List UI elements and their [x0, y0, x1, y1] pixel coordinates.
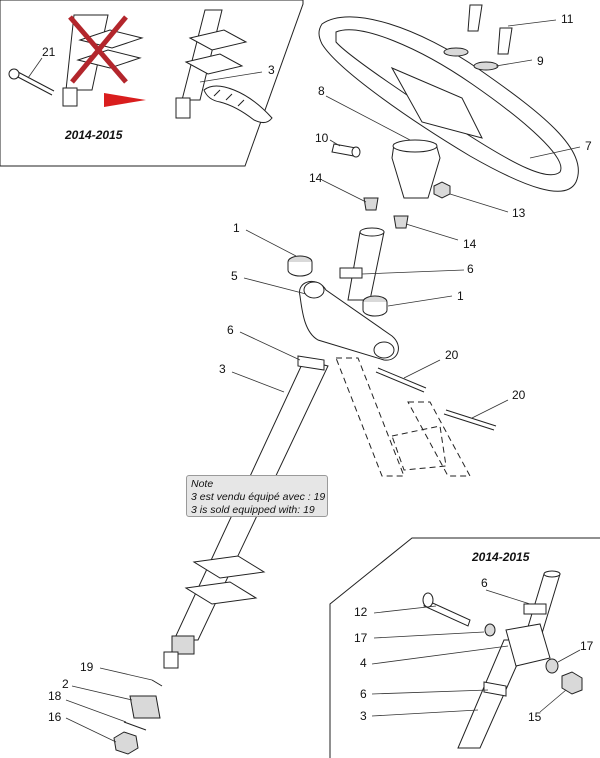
inset-bottom-right-frame: [329, 537, 600, 758]
washer-17-a: 17: [354, 623, 496, 645]
inset-top-left-title: 2014-2015: [64, 128, 123, 142]
callout-8: 8: [318, 84, 325, 98]
callout-16: 16: [48, 710, 62, 724]
callout-12: 12: [354, 605, 368, 619]
callout-6-d: 6: [360, 687, 367, 701]
washers-9: 9: [443, 47, 544, 71]
callout-4: 4: [360, 656, 367, 670]
inset-top-left: 2014-2015 21: [0, 0, 304, 167]
steering-column-3: [163, 227, 385, 669]
callout-3-main: 3: [219, 362, 226, 376]
washer-18: 18: [48, 689, 147, 731]
bushing-14-b: 14: [393, 215, 477, 251]
bolt-10: 10: [315, 131, 361, 158]
callout-9: 9: [537, 54, 544, 68]
callout-11: 11: [561, 12, 574, 26]
old-steering-shaft: [62, 14, 144, 107]
cotter-pin-20-b: 20: [443, 388, 526, 431]
cap-1-b: 1: [362, 289, 464, 317]
inset-bottom-right: 2014-2015 12 17 17 15: [329, 537, 600, 758]
frame-tubes-dashed: [335, 357, 471, 477]
cotter-pin-20-a: 20: [375, 348, 459, 393]
callout-1-a: 1: [233, 221, 240, 235]
collar-6-b: 6: [227, 323, 325, 371]
callout-3-b: 3: [360, 709, 367, 723]
note-title: Note: [191, 478, 214, 490]
bushing-2: 2: [62, 677, 161, 719]
callout-6-a: 6: [467, 262, 474, 276]
callout-18: 18: [48, 689, 62, 703]
inset-top-left-frame: [0, 0, 304, 167]
cap-1-a: 1: [233, 221, 313, 277]
callout-10: 10: [315, 131, 329, 145]
steering-shaft-2014-2015: [175, 9, 248, 119]
note-line-fr: 3 est vendu équipé avec : 19: [191, 491, 326, 503]
nut-16: 16: [48, 710, 139, 755]
cotter-pin-21: [8, 68, 55, 96]
washer-17-b: 17: [545, 639, 594, 674]
bolts-11: 11: [467, 4, 574, 55]
yoke-5: 5: [231, 269, 399, 361]
callout-13: 13: [512, 206, 526, 220]
callout-5: 5: [231, 269, 238, 283]
callout-14-b: 14: [463, 237, 477, 251]
steering-wheel-7: 7: [318, 16, 592, 192]
inset-bottom-right-title: 2014-2015: [471, 550, 530, 564]
callout-20-a: 20: [445, 348, 459, 362]
spring-clip: [203, 85, 273, 124]
collar-6-a: 6: [339, 262, 474, 279]
nut-15: 15: [528, 671, 583, 724]
callout-20-b: 20: [512, 388, 526, 402]
callout-19: 19: [80, 660, 94, 674]
callout-15: 15: [528, 710, 542, 724]
red-x-cross-icon: [68, 15, 128, 84]
callout-17-b: 17: [580, 639, 594, 653]
callout-14-a: 14: [309, 171, 323, 185]
callout-6-c: 6: [481, 576, 488, 590]
callout-3-inset: 3: [268, 63, 275, 77]
red-arrow-icon: [104, 93, 146, 107]
bolt-12: 12: [354, 592, 471, 627]
hub-8: 8: [318, 84, 441, 199]
callout-17-a: 17: [354, 631, 368, 645]
nut-13: 13: [433, 181, 526, 220]
note-line-en: 3 is sold equipped with: 19: [191, 504, 315, 516]
callout-7: 7: [585, 139, 592, 153]
callout-2: 2: [62, 677, 69, 691]
callout-6-b: 6: [227, 323, 234, 337]
inset-column: [457, 570, 561, 749]
note-box: Note 3 est vendu équipé avec : 19 3 is s…: [186, 475, 328, 517]
callout-1-b: 1: [457, 289, 464, 303]
callout-21: 21: [42, 45, 56, 59]
pin-19: 19: [80, 660, 163, 687]
bushing-14-a: 14: [309, 171, 379, 211]
